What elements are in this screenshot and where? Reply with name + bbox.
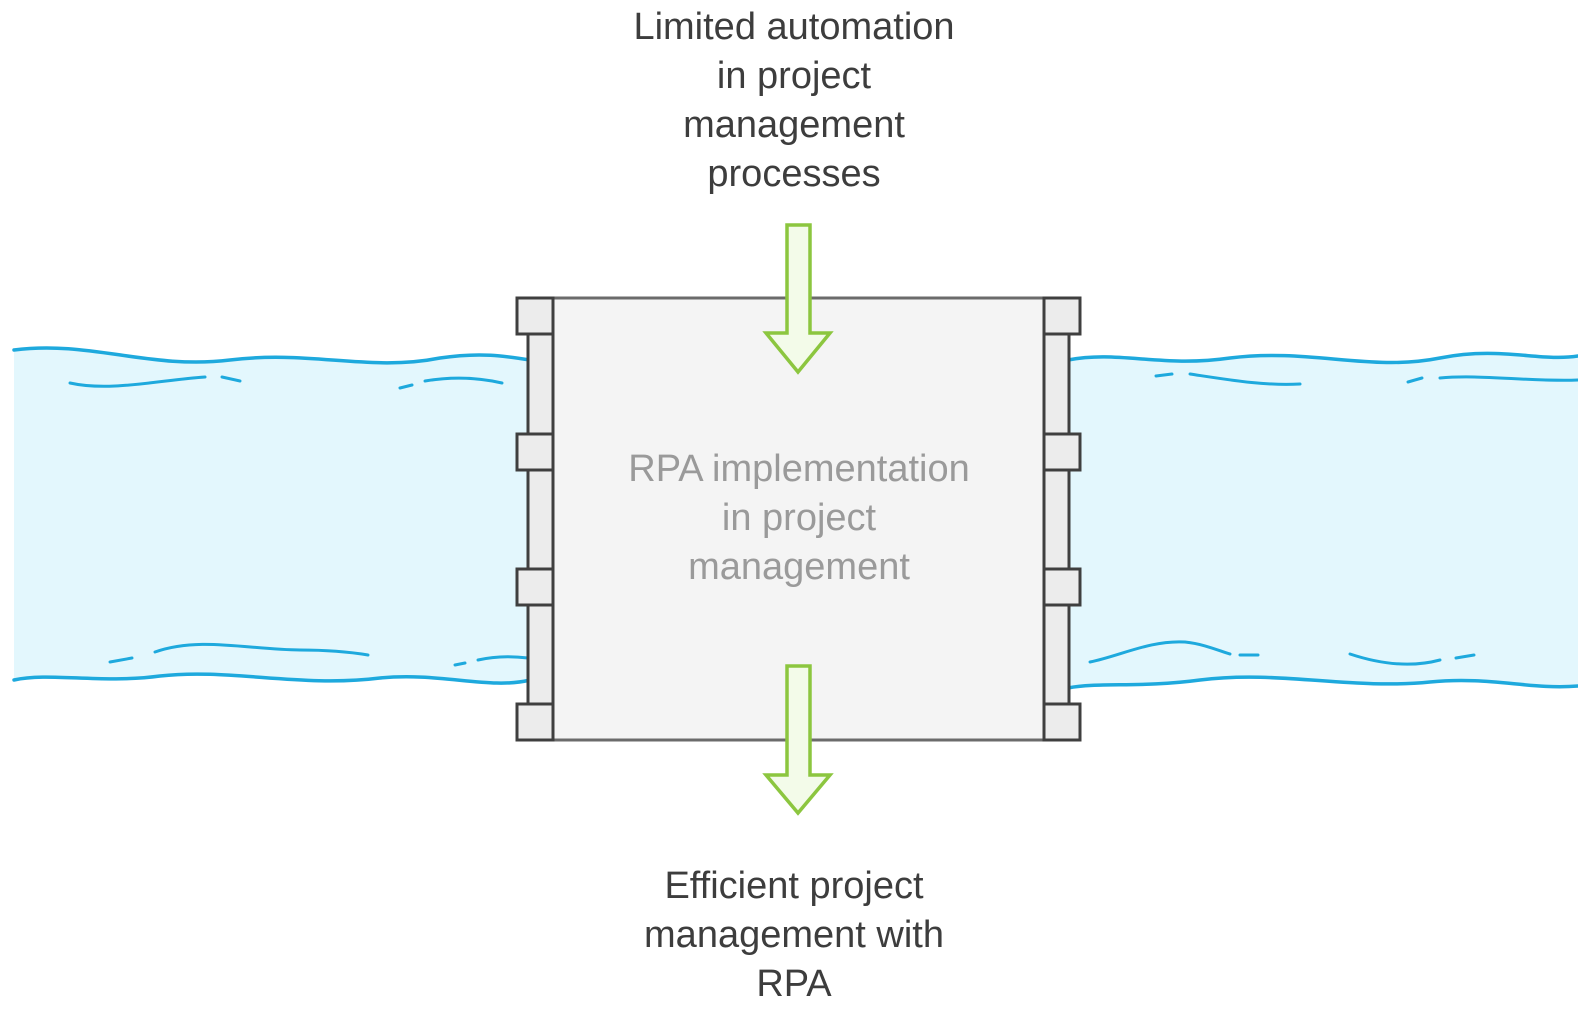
process-label-line: management (688, 546, 910, 588)
input-label: Limited automation in project management… (544, 3, 1044, 199)
river-left-ripple (398, 383, 414, 390)
river-left-ripple (220, 375, 242, 383)
arrow-down-icon (762, 223, 834, 375)
river-left (12, 346, 532, 685)
process-label: RPA implementation in project management (560, 445, 1038, 592)
dam-pillar-right (1042, 296, 1071, 742)
output-label: Efficient project management with RPA (544, 862, 1044, 1009)
dam-bracket (1042, 702, 1082, 742)
dam-bracket (1042, 432, 1082, 472)
river-right-ripple (1406, 376, 1424, 384)
input-label-line: in project (716, 55, 872, 97)
river-left-bank-top (12, 346, 532, 365)
river-right-ripple (1454, 653, 1476, 660)
dam-bracket (515, 296, 555, 336)
output-label-line: management with (644, 914, 944, 956)
dam-bracket (515, 567, 555, 607)
input-label-line: management (683, 104, 905, 146)
river-right-ripple (1438, 375, 1578, 382)
process-label-line: in project (721, 497, 877, 539)
river-left-bank-bottom (12, 672, 532, 685)
river-right-ripple (1348, 652, 1442, 666)
process-label-line: RPA implementation (628, 448, 970, 490)
river-left-ripple (453, 661, 467, 667)
river-right-ripple (1154, 372, 1174, 378)
dam-bracket (1042, 567, 1082, 607)
river-left-ripple (153, 642, 370, 657)
input-label-line: processes (707, 153, 881, 195)
arrow-down-icon (762, 664, 834, 816)
output-label-line: Efficient project (664, 865, 924, 907)
river-left-water (14, 347, 530, 684)
river-left-ripple (108, 656, 134, 664)
river-right-ripple (1088, 640, 1232, 664)
dam-bracket (515, 432, 555, 472)
river-right-bank-bottom (1066, 675, 1578, 690)
dam-bracket (1042, 296, 1082, 336)
output-label-line: RPA (756, 963, 832, 1005)
river-left-ripple (476, 655, 530, 662)
river-left-ripple (68, 375, 207, 388)
dam-bracket (515, 702, 555, 742)
river-right-bank-top (1066, 351, 1578, 365)
river-right-water (1068, 353, 1578, 688)
dam-pillar-left (526, 296, 555, 742)
river-right (1066, 351, 1578, 690)
river-left-ripple (423, 376, 504, 385)
input-label-line: Limited automation (633, 6, 955, 48)
river-right-ripple (1188, 372, 1302, 386)
